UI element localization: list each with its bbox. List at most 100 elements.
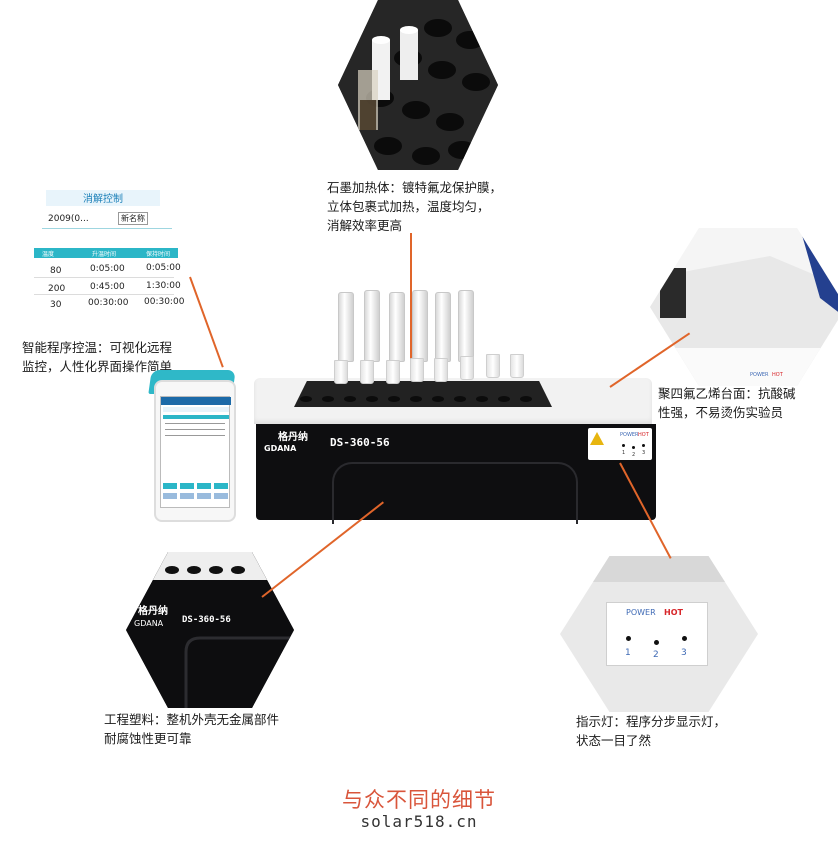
digestion-tube [389,292,405,362]
ptfe-callout-line-1: 聚四氟乙烯台面：抗酸碱 [658,386,796,401]
sample-cup [410,358,424,382]
sample-cup [486,354,500,378]
graphite-block-closeup [338,0,498,170]
footer-site: solar518.cn [360,812,478,831]
device-light-2 [632,446,635,449]
indicator-callout-line-2: 状态一目了然 [576,733,652,748]
plate-hole [344,396,356,402]
plate-hole [388,396,400,402]
app-divider [42,228,172,229]
digestion-tube [435,292,451,362]
device-light-1 [622,444,625,447]
device-brand-en: GDANA [264,444,297,453]
device-light-2-num: 2 [632,452,636,458]
app-new-name-button: 新名称 [118,212,148,225]
digestion-tube [338,292,354,362]
smart-callout-line-2: 监控，人性化界面操作简单 [22,359,173,374]
app-cell-r3-hold: 00:30:00 [144,297,185,307]
app-cell-r1-temp: 80 [50,266,62,276]
ptfe-callout: 聚四氟乙烯台面：抗酸碱 性强，不易烫伤实验员 [658,384,796,422]
sample-cup [334,360,348,384]
device-front-panel [332,462,578,524]
plate-hole [432,396,444,402]
app-program-name: 2009(0... [48,214,89,224]
indicator-hot-label: HOT [664,608,683,617]
app-cell-r2-temp: 200 [48,284,66,294]
device-brand-cn: 格丹纳 [278,432,308,443]
sample-cup [386,360,400,384]
graphite-callout: 石墨加热体：镀特氟龙保护膜， 立体包裹式加热，温度均匀， 消解效率更高 [327,178,502,235]
indicator-detail-panel [606,602,708,666]
device-power-label: POWER [620,432,639,438]
plate-hole [476,396,488,402]
sample-cup [510,354,524,378]
plate-hole [498,396,510,402]
app-header-ramp: 升温时间 [92,251,117,258]
ptfe-callout-line-2: 性强，不易烫伤实验员 [658,405,784,420]
digestion-tube [412,290,428,362]
svg-text:HOT: HOT [772,372,784,378]
smart-control-callout: 智能程序控温：可视化远程 监控，人性化界面操作简单 [22,338,172,376]
indicator-power-label: POWER [626,608,656,617]
app-cell-r1-ramp: 0:05:00 [90,264,125,274]
graphite-callout-line-1: 石墨加热体：镀特氟龙保护膜， [327,180,503,195]
plastic-callout-line-1: 工程塑料：整机外壳无金属部件 [104,712,280,727]
graphite-callout-line-2: 立体包裹式加热，温度均匀， [327,199,490,214]
indicator-light-3 [682,636,687,641]
app-cell-r2-ramp: 0:45:00 [90,282,125,292]
graphite-plate [294,381,552,407]
svg-text:GDANA: GDANA [134,619,164,628]
ptfe-surface-closeup: POWER HOT [650,228,838,386]
sample-cup [434,358,448,382]
graphite-block-image [338,0,498,170]
sample-cup [360,360,374,384]
app-cell-r2-hold: 1:30:00 [146,281,181,291]
ptfe-surface-image: POWER HOT [650,228,838,386]
digestion-tube [364,290,380,362]
app-cell-r1-hold: 0:05:00 [146,263,181,273]
plastic-callout-line-2: 耐腐蚀性更可靠 [104,731,192,746]
indicator-light-1 [626,636,631,641]
svg-text:POWER: POWER [750,372,769,378]
device-light-3 [642,444,645,447]
device-light-3-num: 3 [642,450,646,456]
indicator-light-2 [654,640,659,645]
plate-hole [410,396,422,402]
smart-connector-line [189,276,224,368]
plastic-shell-closeup: 格丹纳 GDANA DS-360-56 [126,552,294,708]
svg-text:格丹纳: 格丹纳 [138,604,168,617]
app-table-header: 温度 升温时间 保持时间 [34,248,178,258]
plate-hole [322,396,334,402]
indicator-light-1-num: 1 [625,648,631,658]
device-hot-label: HOT [638,432,649,438]
footer-headline: 与众不同的细节 [342,788,496,812]
plate-hole [300,396,312,402]
digestion-tube [458,290,474,362]
svg-text:DS-360-56: DS-360-56 [182,615,231,625]
plate-hole [454,396,466,402]
indicator-light-3-num: 3 [681,648,687,658]
indicator-closeup: POWER HOT 1 2 3 [560,556,758,712]
smart-callout-line-1: 智能程序控温：可视化远程 [22,340,173,355]
indicator-callout: 指示灯：程序分步显示灯， 状态一目了然 [576,712,726,750]
app-cell-r3-temp: 30 [50,300,62,310]
app-row-line-1 [34,277,174,278]
app-title: 消解控制 [46,190,160,206]
device-light-1-num: 1 [622,450,626,456]
tablet-screen [160,396,231,508]
plate-hole [520,396,532,402]
plastic-callout: 工程塑料：整机外壳无金属部件 耐腐蚀性更可靠 [104,710,279,748]
plate-hole [366,396,378,402]
app-header-temp: 温度 [42,251,55,258]
app-cell-r3-ramp: 00:30:00 [88,298,129,308]
sample-cup [460,356,474,380]
plastic-shell-image: 格丹纳 GDANA DS-360-56 [126,552,294,708]
app-header-hold: 保持时间 [146,251,171,258]
device-logo: 格丹纳 GDANA [264,432,308,454]
indicator-callout-line-1: 指示灯：程序分步显示灯， [576,714,727,729]
indicator-light-2-num: 2 [653,650,659,660]
device-model: DS-360-56 [330,436,390,449]
graphite-callout-line-3: 消解效率更高 [327,218,403,233]
app-row-line-2 [34,294,174,295]
tablet-screen-content [161,397,231,499]
